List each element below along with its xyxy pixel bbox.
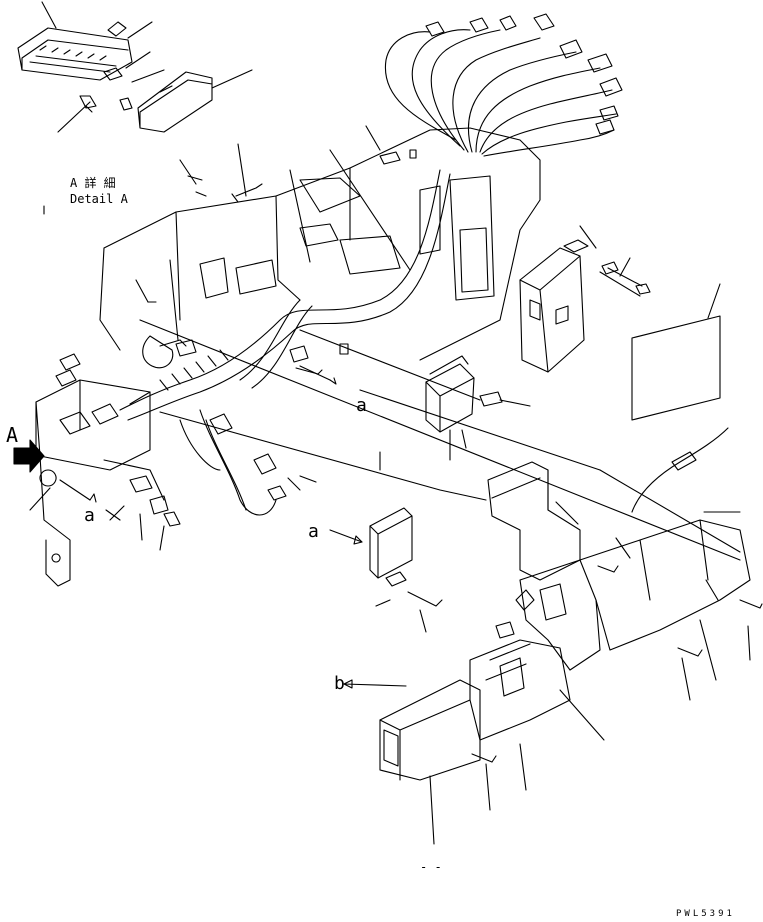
relay-module <box>339 343 531 461</box>
reference-mark-a-2: a <box>356 395 367 416</box>
main-harness <box>119 169 451 516</box>
bottom-mark: - - <box>420 860 442 874</box>
reference-mark-b: b <box>334 673 345 694</box>
main-bracket <box>99 127 541 361</box>
reference-mark-a-3: a <box>308 521 319 542</box>
sensor-cable <box>631 427 729 513</box>
reference-mark-a-1: a <box>84 505 95 526</box>
bolt-set <box>159 175 763 763</box>
left-bracket-assembly <box>35 353 181 587</box>
detail-a-connector <box>17 21 213 133</box>
relay-connector-bundle <box>384 13 623 157</box>
air-duct-assembly <box>379 461 751 781</box>
main-frame-rail <box>139 319 741 561</box>
view-arrow-a <box>13 439 45 473</box>
detail-a-leaders <box>41 1 253 133</box>
detail-title-jp: A 詳 細 <box>70 176 116 190</box>
main-leaders <box>29 125 411 551</box>
view-arrow-label: A <box>6 423 19 447</box>
detail-title-en: Detail A <box>70 192 128 206</box>
ecu-module <box>369 507 413 587</box>
lower-leaders <box>329 429 751 845</box>
controller-unit <box>519 225 651 373</box>
label-plate <box>631 283 721 421</box>
drawing-number: PWL5391 <box>676 909 735 919</box>
